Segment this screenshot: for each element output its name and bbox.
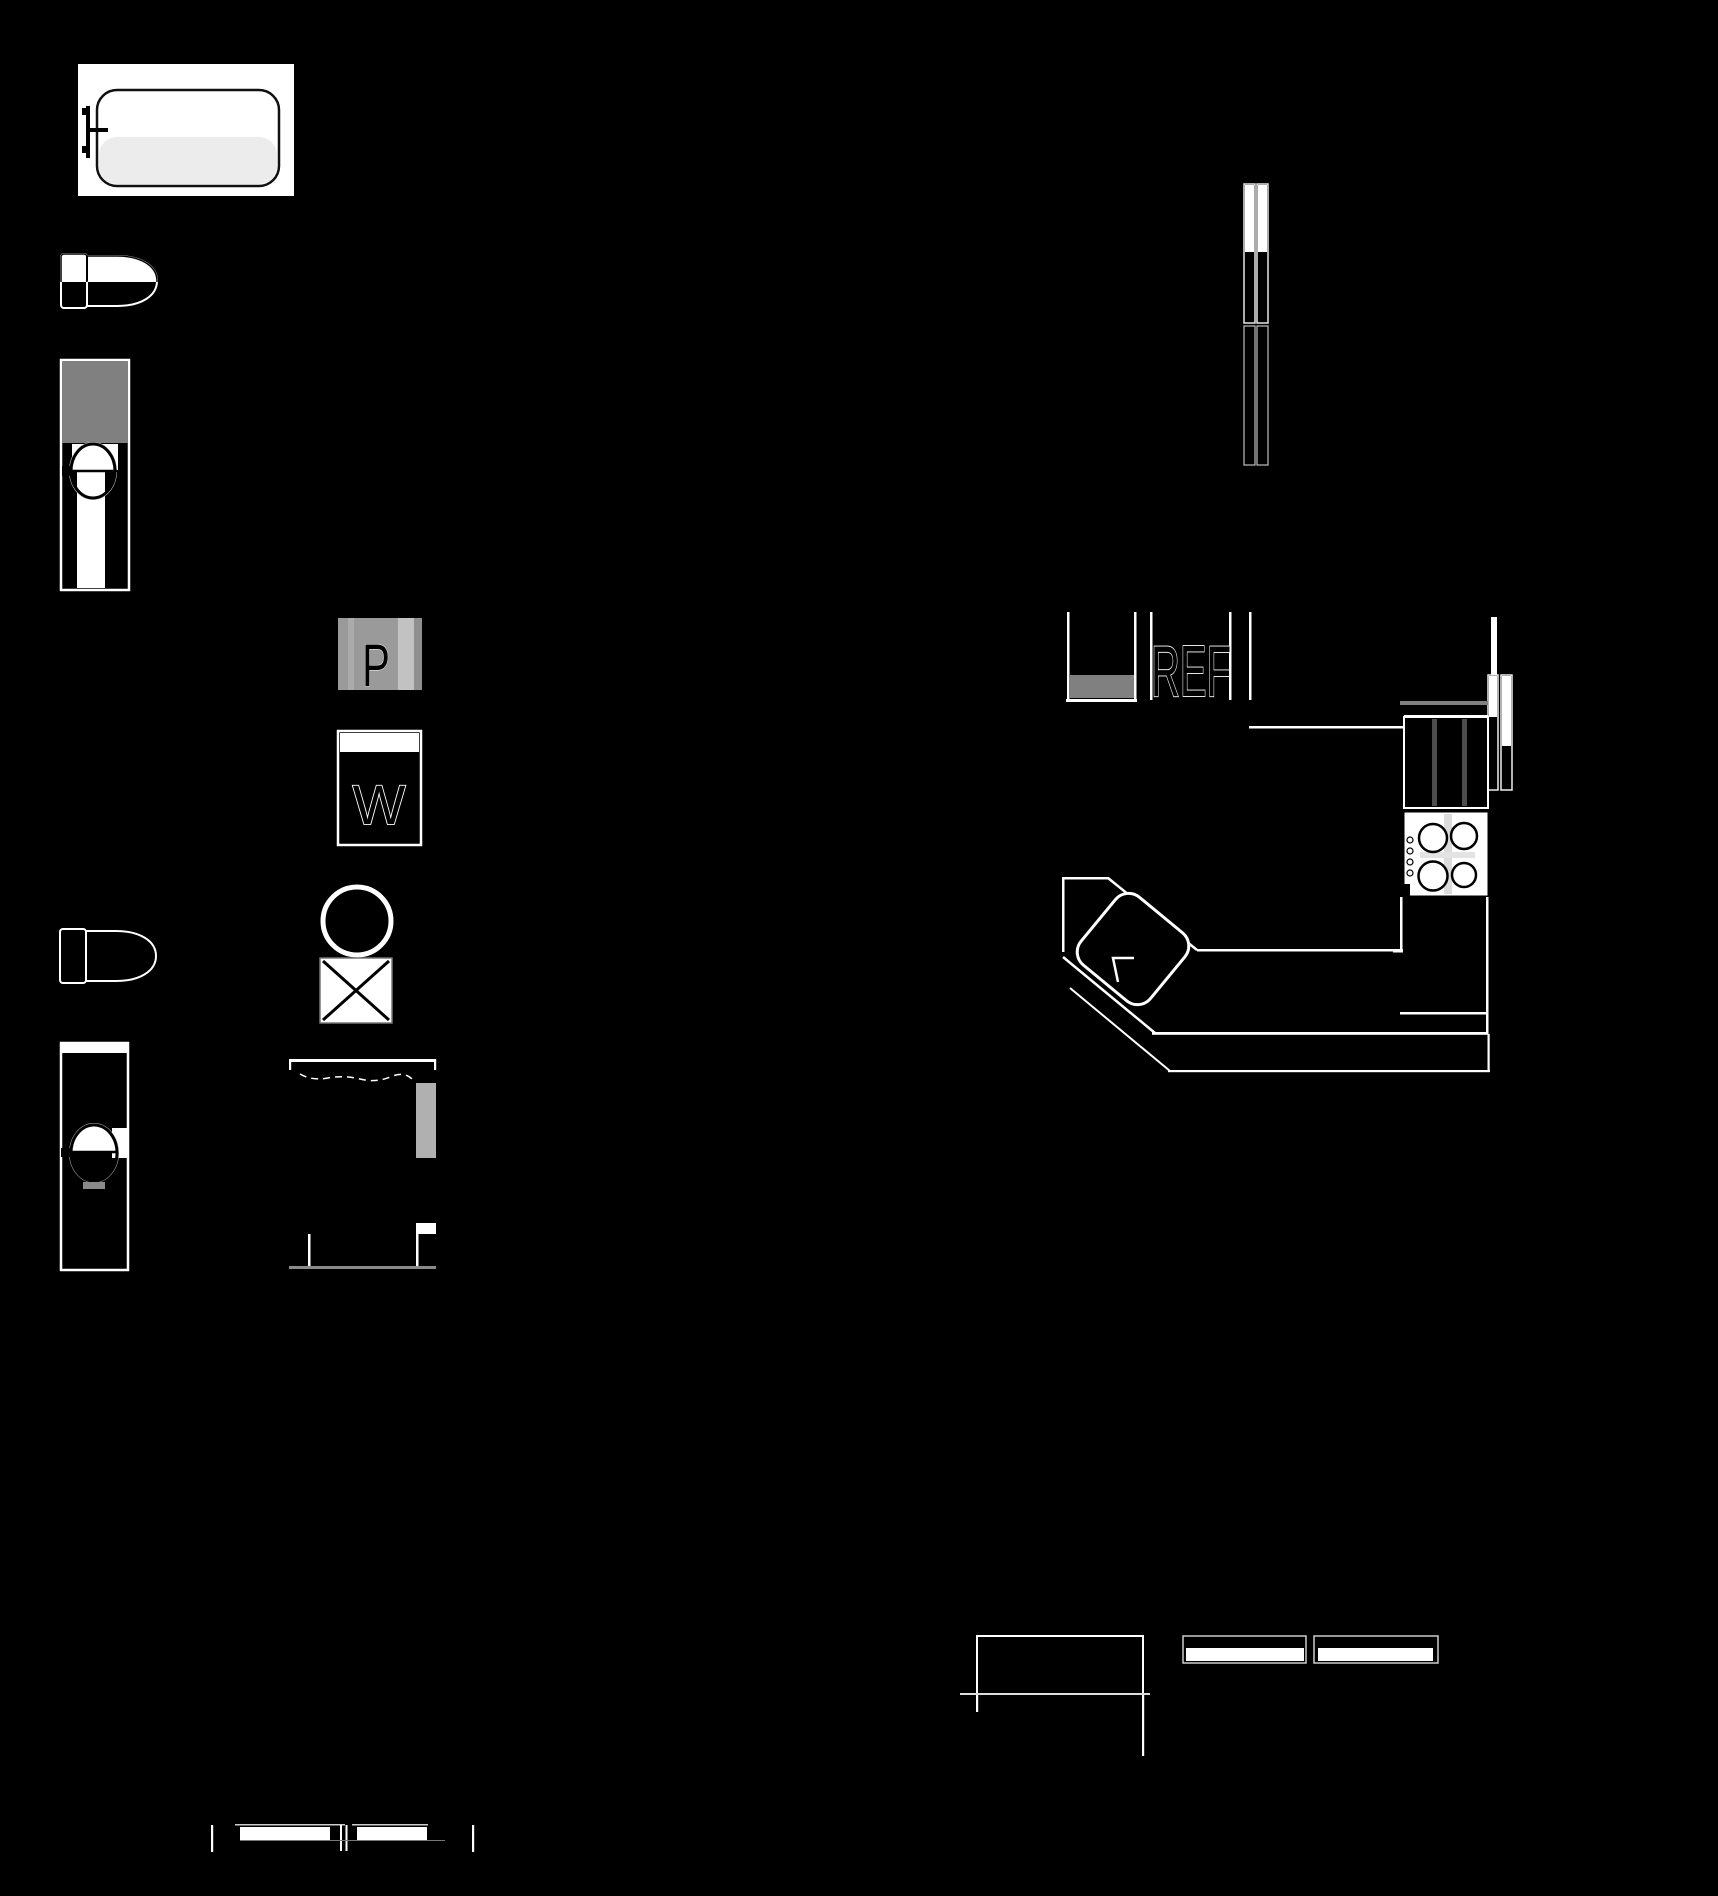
corner-island bbox=[1062, 877, 1490, 1073]
sink-bowl-highlight bbox=[71, 444, 115, 471]
kitchen-counter-right bbox=[1197, 897, 1489, 1034]
refrigerator-bay: REF bbox=[1150, 612, 1252, 713]
bathtub-faucet-icon bbox=[82, 106, 108, 158]
toilet-lower bbox=[59, 928, 157, 984]
water-heater bbox=[320, 884, 394, 958]
kitchen: REF bbox=[1062, 612, 1513, 1073]
knob bbox=[1406, 869, 1414, 877]
vanity-sink-lower bbox=[59, 1041, 130, 1272]
oven-box bbox=[1403, 716, 1489, 809]
hanger-rod-squiggle bbox=[299, 1073, 413, 1082]
kitchen-top-wall bbox=[1249, 617, 1497, 731]
right-wall-window bbox=[1487, 674, 1513, 791]
window-top-right bbox=[1243, 183, 1269, 466]
closet-shelf-and-rod bbox=[289, 1059, 437, 1269]
tub-basin-shading bbox=[99, 137, 277, 184]
kitchen-counter-top-segment bbox=[1066, 612, 1137, 702]
refrigerator-label: REF bbox=[1151, 632, 1231, 712]
knob bbox=[1406, 858, 1414, 866]
island-faucet-icon bbox=[1111, 956, 1134, 983]
wall-oven bbox=[1400, 701, 1489, 809]
burner bbox=[1417, 860, 1449, 892]
bathtub bbox=[78, 64, 294, 196]
closet-bottom-line bbox=[289, 1266, 436, 1269]
window-bottom-right bbox=[1182, 1635, 1439, 1664]
vanity-sink-upper bbox=[59, 358, 131, 592]
corner-island-sink bbox=[1075, 891, 1191, 1007]
knob bbox=[1406, 847, 1414, 855]
water-heater-circle bbox=[320, 884, 394, 958]
window-bottom-left bbox=[211, 1824, 475, 1852]
pantry-cabinet: P bbox=[338, 618, 422, 700]
toilet-outline bbox=[59, 928, 157, 984]
toilet-upper bbox=[60, 253, 158, 309]
burner bbox=[1450, 861, 1478, 889]
cooktop bbox=[1403, 811, 1489, 897]
tub-basin-outline bbox=[95, 88, 281, 188]
table-outline bbox=[960, 1635, 1150, 1756]
closet-shelf-edge bbox=[289, 1059, 436, 1062]
washer: W bbox=[336, 729, 423, 847]
pantry-label: P bbox=[362, 632, 390, 699]
washer-label: W bbox=[353, 773, 406, 836]
washer-top-strip bbox=[340, 733, 419, 752]
appliance-x-box bbox=[319, 957, 393, 1024]
sink-bowl-highlight bbox=[71, 1125, 117, 1153]
knob bbox=[1406, 836, 1414, 844]
vanity-counter-gray bbox=[62, 361, 128, 443]
burner bbox=[1449, 821, 1479, 851]
burner bbox=[1417, 822, 1449, 854]
closet-wall-gray bbox=[416, 1083, 436, 1158]
